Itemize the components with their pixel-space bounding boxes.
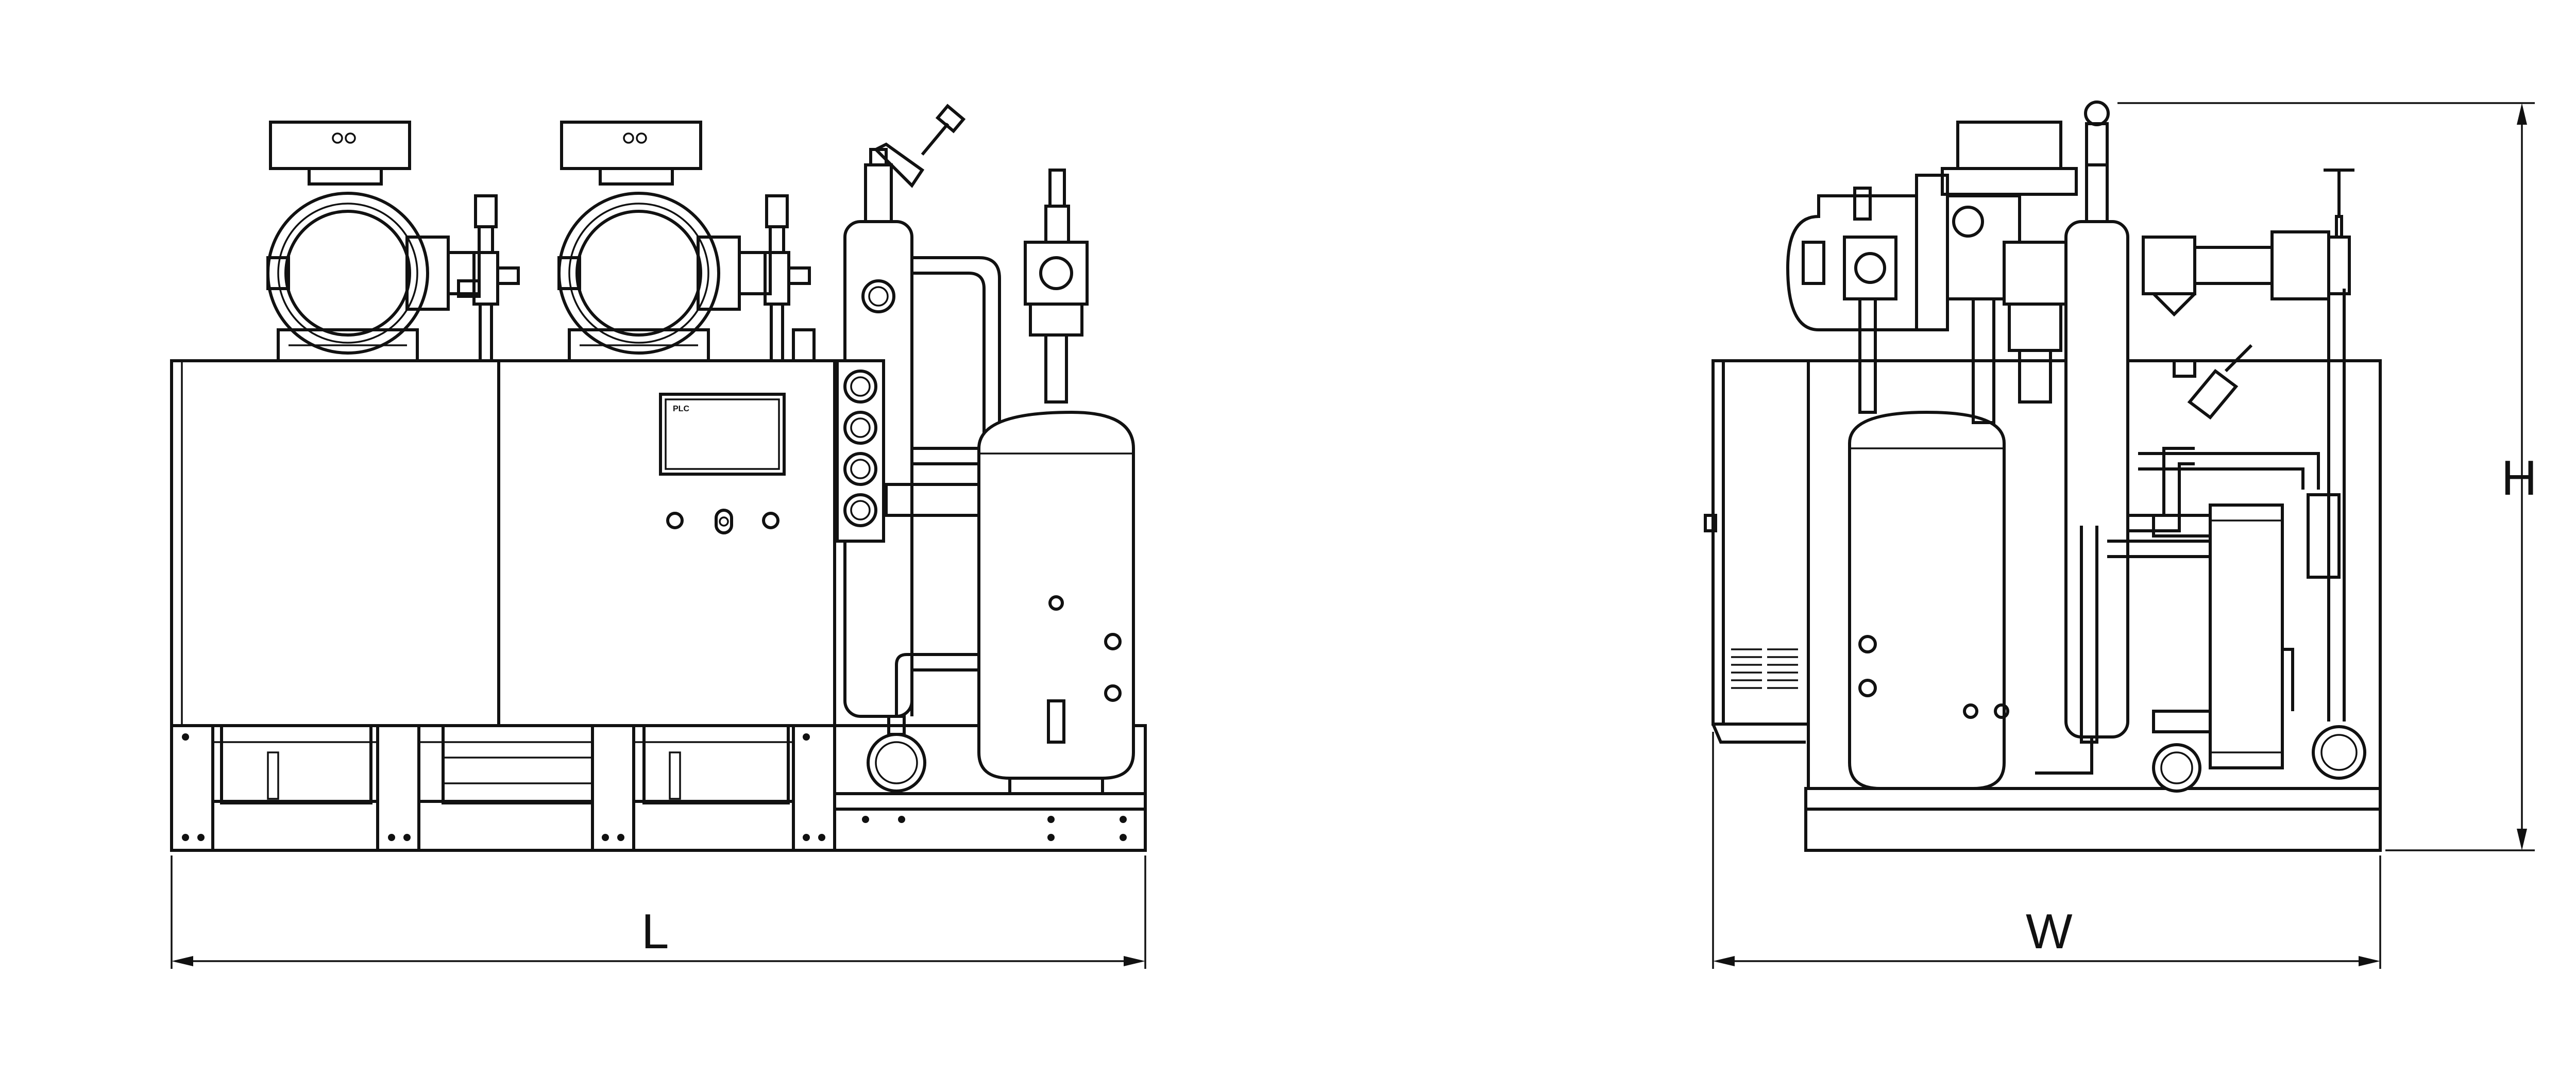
compressor-2-valves (764, 194, 816, 362)
dimension-height: H (2117, 102, 2537, 851)
side-top-valve (2142, 169, 2354, 317)
dimension-width: W (1712, 732, 2381, 969)
side-terminal-box (1956, 121, 2062, 170)
side-receiver (1848, 410, 2009, 790)
compressor-2 (557, 121, 772, 362)
side-heat-exchanger (2152, 504, 2284, 769)
dimension-length: L (171, 855, 1146, 969)
side-view: W H (1704, 100, 2537, 969)
plc-label: PLC (673, 405, 689, 413)
compressor-2-terminal-box (560, 121, 702, 170)
panel-button-right (762, 512, 779, 529)
side-electrical-box (1704, 359, 1810, 744)
front-oil-pot (867, 715, 926, 793)
front-electrical-cabinet: PLC (170, 359, 836, 727)
panel-selector-switch (715, 509, 733, 534)
side-valve-cluster (1946, 194, 2067, 424)
front-view: PLC (170, 104, 1147, 969)
compressor-1-valves (457, 194, 520, 362)
front-valve-assembly (1024, 169, 1089, 404)
liquid-receiver (977, 410, 1135, 795)
side-compressor (1786, 121, 2078, 414)
compressor-1 (266, 121, 481, 362)
dimension-length-label: L (641, 904, 669, 959)
oil-separator (836, 104, 966, 718)
plc-screen (659, 393, 786, 476)
compressor-1-terminal-box (269, 121, 411, 170)
dimension-height-label: H (2501, 450, 2537, 506)
dimension-width-label: W (2026, 904, 2073, 959)
panel-button-left (666, 512, 684, 529)
side-oil-pot (2152, 725, 2366, 793)
side-angle-valve (2173, 344, 2253, 420)
